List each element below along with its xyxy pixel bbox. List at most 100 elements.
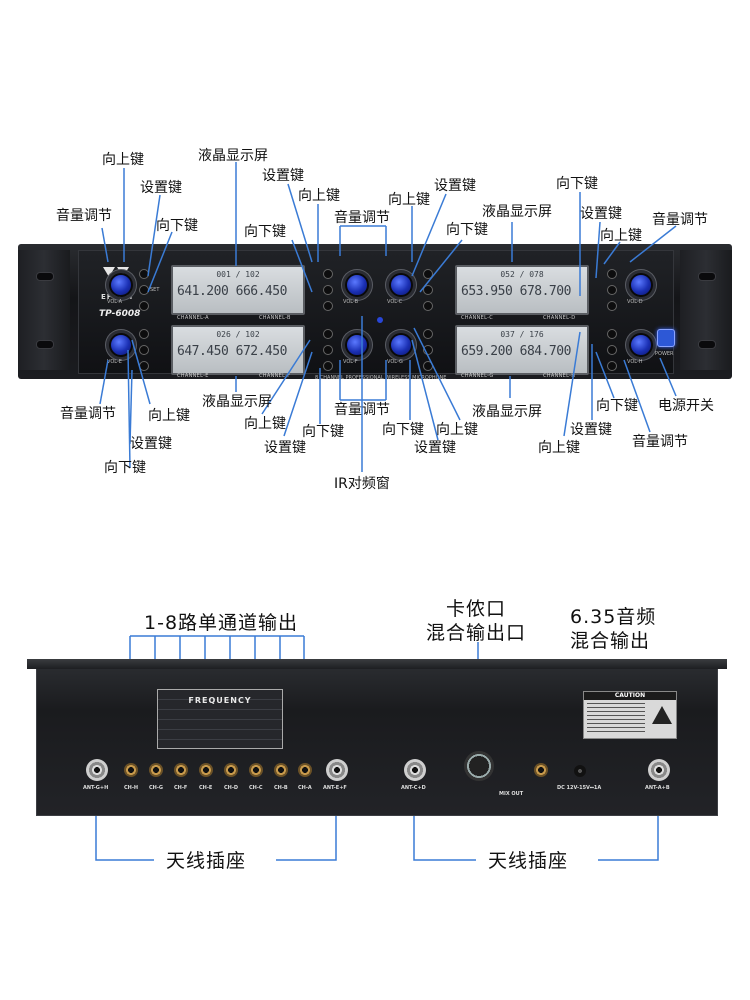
volume-knob-f[interactable] [345,333,369,357]
callout-line [659,357,677,397]
antenna-socket-ef[interactable] [326,759,348,781]
up-button[interactable] [323,329,333,339]
set-button[interactable] [607,285,617,295]
callout-line [413,327,461,421]
up-button[interactable] [607,269,617,279]
callout-lcd: 液晶显示屏 [482,204,552,220]
callout-line [411,193,447,277]
set-button[interactable] [323,345,333,355]
down-button[interactable] [607,361,617,371]
callout-line [629,225,677,263]
rack-hole [698,340,716,349]
output-jack-ch-a[interactable] [298,763,312,777]
set-button[interactable] [323,285,333,295]
callout-lcd: 液晶显示屏 [472,404,542,420]
output-label-ch-c: CH-C [249,785,263,791]
callout-set-key: 设置键 [140,180,182,196]
callout-down-key: 向下键 [156,218,198,234]
output-jack-ch-h[interactable] [124,763,138,777]
antenna-socket-gh[interactable] [86,759,108,781]
callout-line [283,351,313,437]
warning-triangle-icon [652,706,672,724]
callout-line [287,183,313,263]
volume-knob-c[interactable] [389,273,413,297]
callout-line [339,225,387,256]
front-panel: EPXCM TP-6008 001 / 102 641.200 666.450 … [18,244,732,381]
output-label-ch-b: CH-B [274,785,288,791]
volume-knob-e[interactable] [109,333,133,357]
callout-line [563,331,581,437]
callout-down-key: 向下键 [104,460,146,476]
output-jack-ch-b[interactable] [274,763,288,777]
down-button[interactable] [423,301,433,311]
callout-set-key: 设置键 [262,168,304,184]
callout-ir-window: IR对频窗 [334,476,390,492]
callout-line [595,351,615,399]
brand-name: EPXCM [101,293,134,301]
lcd-frequencies: 641.200 666.450 [177,284,287,299]
output-label-ch-d: CH-D [224,785,239,791]
lcd-frequency-h: 684.700 [519,344,572,359]
callout-line [147,194,161,277]
lcd-frequencies: 653.950 678.700 [461,284,571,299]
knob-label-e: VOL-E [107,359,122,365]
callout-down-key: 向下键 [382,422,424,438]
knob-label-b: VOL-B [343,299,359,305]
up-button[interactable] [323,269,333,279]
rack-ear-left [18,250,70,370]
antenna-socket-ab[interactable] [648,759,670,781]
knob-label-f: VOL-F [343,359,358,365]
lcd-group-id: 001 / 102 [216,270,260,279]
rack-ear-right [680,250,732,370]
callout-set-key: 设置键 [264,440,306,456]
callout-volume: 音量调节 [60,406,116,422]
up-button[interactable] [607,329,617,339]
callout-line [127,349,131,469]
caution-label: CAUTION [583,691,677,739]
knob-label-d: VOL-D [627,299,643,305]
up-button[interactable] [423,329,433,339]
down-button[interactable] [323,361,333,371]
lcd-frequency-c: 653.950 [461,284,513,299]
set-button[interactable] [607,345,617,355]
callout-line [603,241,621,265]
xlr-mix-output[interactable] [464,751,494,781]
volume-knob-d[interactable] [629,273,653,297]
volume-knob-b[interactable] [345,273,369,297]
output-jack-ch-e[interactable] [199,763,213,777]
power-button[interactable] [657,329,675,347]
knob-label-h: VOL-H [627,359,643,365]
up-button[interactable] [423,269,433,279]
output-jack-ch-d[interactable] [224,763,238,777]
up-button[interactable] [139,329,149,339]
callout-up-key: 向上键 [102,152,144,168]
callout-antenna-left: 天线插座 [166,850,247,872]
channel-tag-b: CHANNEL-B [259,315,291,321]
set-button[interactable] [139,345,149,355]
down-button[interactable] [139,301,149,311]
callout-antenna-right: 天线插座 [488,850,569,872]
volume-knob-h[interactable] [629,333,653,357]
channel-tag-h: CHANNEL-H [543,373,576,379]
output-jack-ch-g[interactable] [149,763,163,777]
volume-knob-a[interactable] [109,273,133,297]
callout-set-key: 设置键 [434,178,476,194]
set-button[interactable] [423,285,433,295]
output-jack-ch-f[interactable] [174,763,188,777]
callout-lcd: 液晶显示屏 [198,148,268,164]
dc-power-socket[interactable] [574,765,586,777]
down-button[interactable] [607,301,617,311]
antenna-socket-cd[interactable] [404,759,426,781]
callout-line [291,239,313,293]
down-button[interactable] [323,301,333,311]
lcd-frequency-b: 666.450 [235,284,288,299]
antenna-label-gh: ANT-G+H [83,785,109,791]
callout-jack-mix-line1: 6.35音频 [570,606,657,628]
callout-volume: 音量调节 [56,208,112,224]
callout-line [339,360,387,401]
mix-output-jack[interactable] [534,763,548,777]
lcd-group-id: 037 / 176 [500,330,544,339]
volume-knob-g[interactable] [389,333,413,357]
output-jack-ch-c[interactable] [249,763,263,777]
callout-power-switch: 电源开关 [658,398,714,414]
